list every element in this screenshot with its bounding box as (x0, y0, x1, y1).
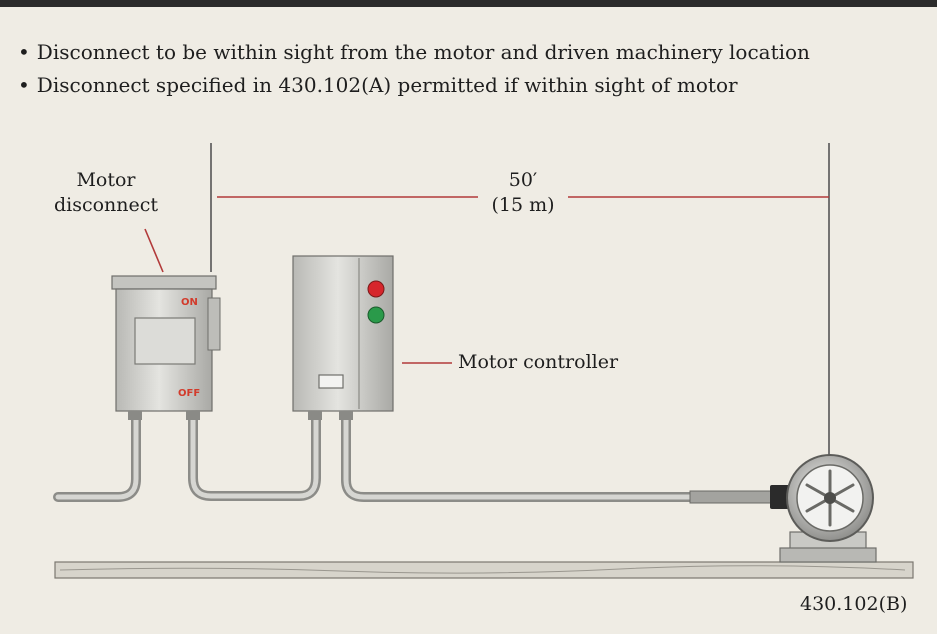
requirement-item: Disconnect to be within sight from the m… (18, 36, 810, 69)
switch-off-label: OFF (178, 388, 200, 399)
motor-controller-enclosure (292, 255, 394, 420)
motor (779, 454, 877, 563)
requirement-item: Disconnect specified in 430.102(A) permi… (18, 69, 810, 102)
motor-terminal-box (689, 485, 794, 509)
stop-indicator-light (367, 280, 385, 298)
motor-controller-label: Motor controller (458, 351, 619, 373)
top-border (0, 0, 937, 7)
disconnect-leader (144, 228, 164, 273)
floor-slab (54, 561, 914, 579)
code-reference: 430.102(B) (800, 593, 908, 615)
switch-on-label: ON (181, 297, 198, 308)
motor-disconnect-label: Motor disconnect (53, 169, 159, 216)
distance-label: 50′ (15 m) (491, 169, 555, 216)
conduit-runs (53, 413, 775, 502)
start-indicator-light (367, 306, 385, 324)
motor-disconnect-enclosure (111, 275, 221, 420)
requirements-list: Disconnect to be within sight from the m… (18, 36, 810, 102)
